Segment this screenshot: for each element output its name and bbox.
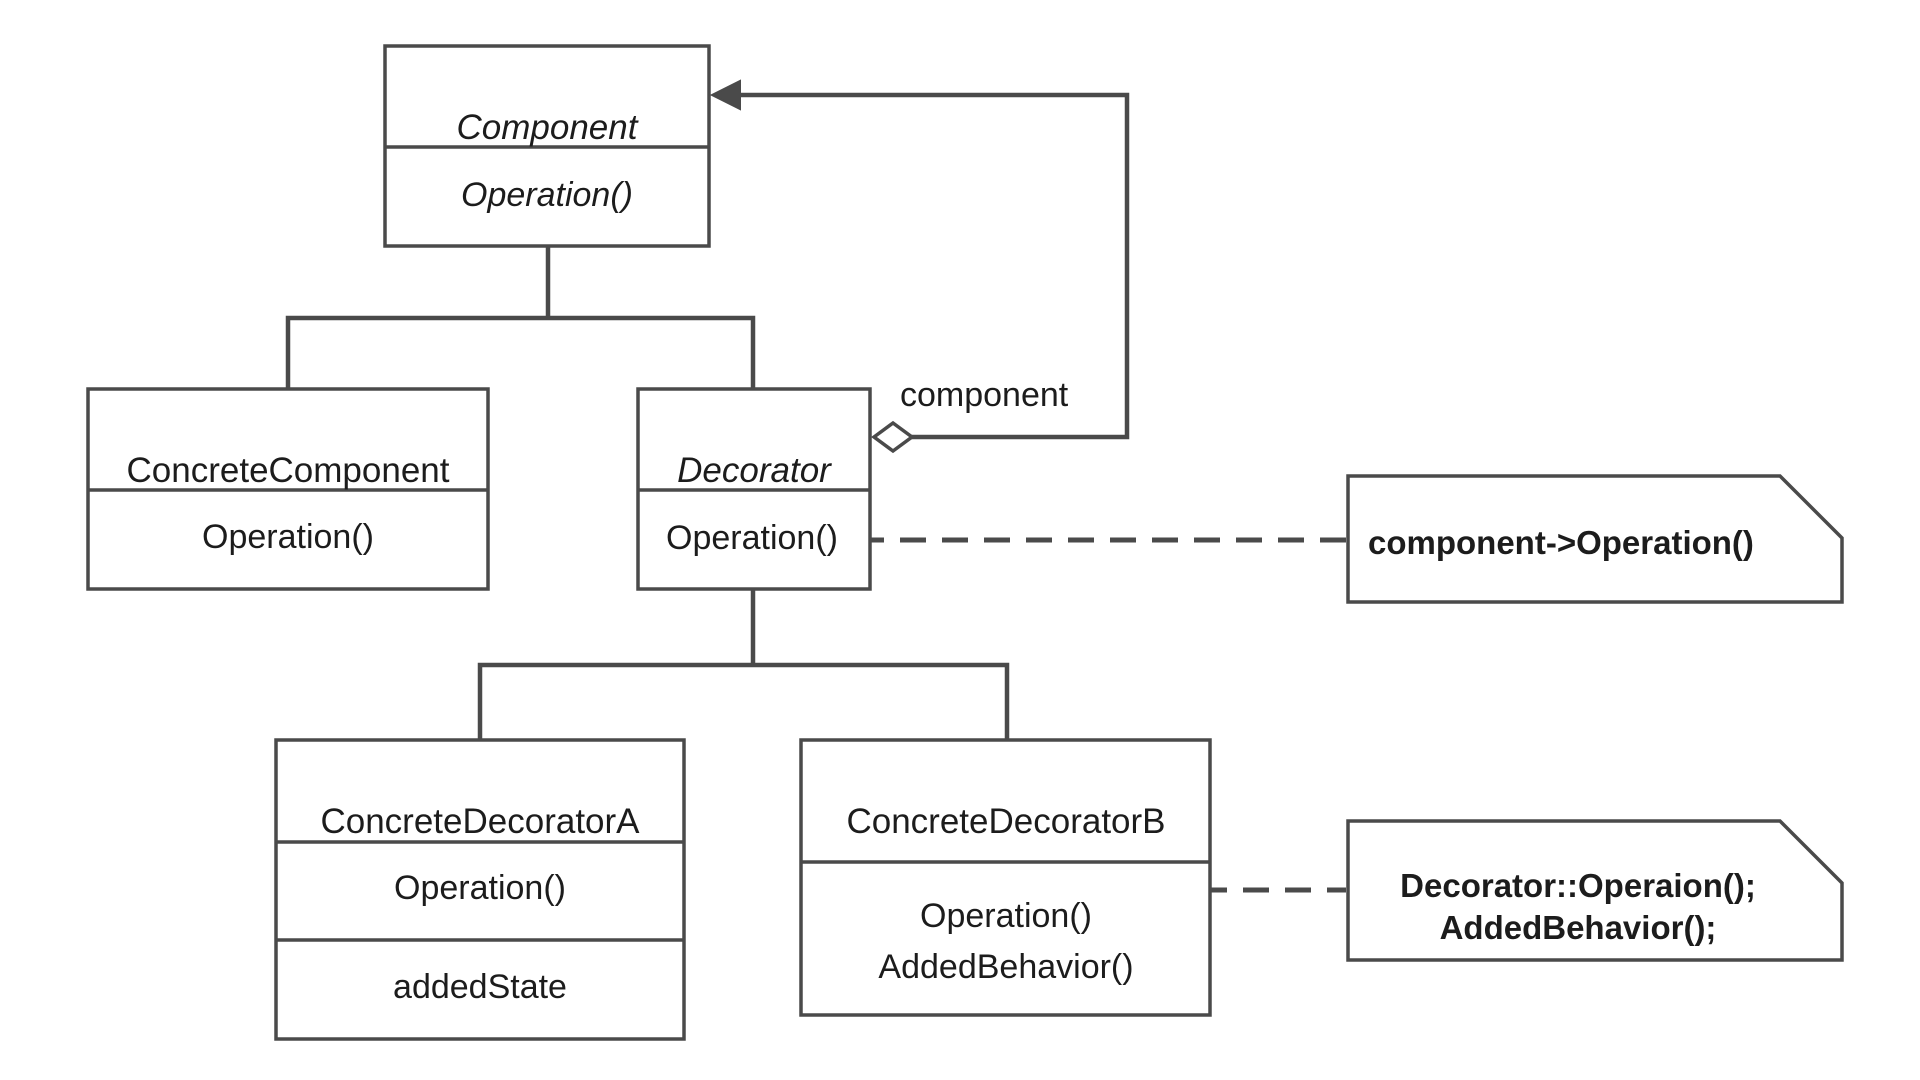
class-concrete-decorator-a[interactable]: ConcreteDecoratorA Operation() addedStat… [274,738,686,1041]
class-name: ConcreteDecoratorA [320,802,640,841]
inheritance-edge-concrete-component [285,315,548,389]
class-concrete-component[interactable]: ConcreteComponent Operation() [86,387,490,591]
class-component[interactable]: Component Operation() [383,44,711,248]
aggregation-edge-component [738,92,1130,440]
note-shape [1346,819,1844,962]
class-operation: AddedBehavior() [878,948,1133,986]
aggregation-role-label: component [900,376,1069,414]
class-operation: Operation() [394,869,566,907]
inheritance-edge-decorator [548,315,756,389]
note-decorator-operation: component->Operation() [1346,474,1844,604]
inheritance-edge-concrete-decorator-b [753,662,1010,740]
class-name: Component [457,108,639,147]
note-text: component->Operation() [1368,524,1754,561]
class-name: ConcreteDecoratorB [846,802,1165,841]
class-decorator[interactable]: Decorator Operation() [636,387,872,591]
arrowhead-icon [709,79,741,111]
class-concrete-decorator-b[interactable]: ConcreteDecoratorB Operation() AddedBeha… [799,738,1212,1017]
class-attribute: addedState [393,968,567,1006]
inheritance-edge-concrete-decorator-a [477,662,753,740]
class-operation: Operation() [920,897,1092,935]
note-shape [1346,474,1844,604]
class-operation: Operation() [461,176,633,214]
class-operation: Operation() [666,519,838,557]
note-text-line-2: AddedBehavior(); [1440,909,1717,946]
note-concrete-decorator-b: Decorator::Operaion(); AddedBehavior(); [1346,819,1844,962]
note-text-line-1: Decorator::Operaion(); [1400,867,1756,904]
class-name: ConcreteComponent [127,451,450,490]
class-name: Decorator [677,451,832,490]
class-operation: Operation() [202,518,374,556]
aggregation-diamond-icon [871,420,915,454]
